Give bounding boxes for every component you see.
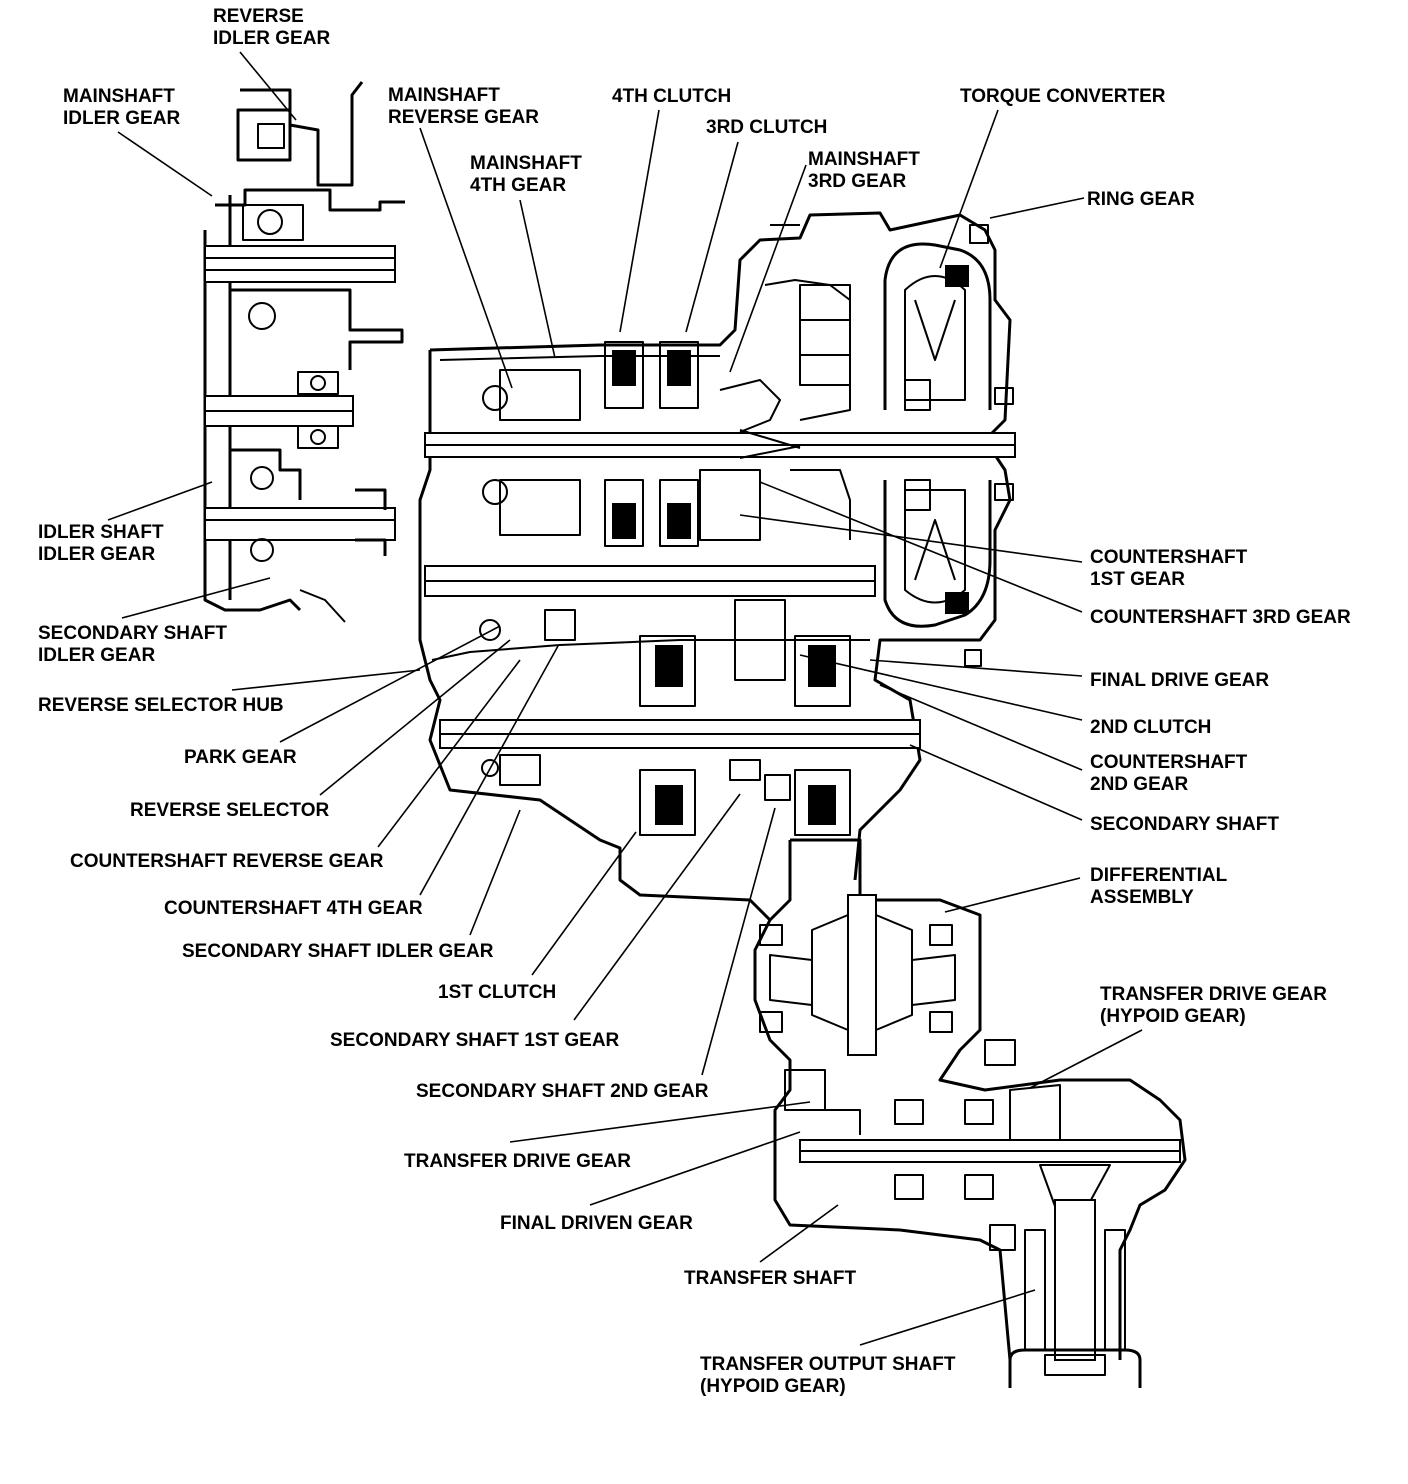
label-countershaft-4th-gear: COUNTERSHAFT 4TH GEAR [164, 898, 423, 919]
label-idler-shaft-idler-gear: IDLER SHAFT IDLER GEAR [38, 522, 169, 565]
differential-transfer-drawing [753, 838, 1187, 1388]
label-secondary-shaft-idler-gear-left: SECONDARY SHAFT IDLER GEAR [38, 623, 232, 666]
labels: REVERSE IDLER GEAR MAINSHAFT IDLER GEAR … [38, 6, 1351, 1397]
label-countershaft-3rd-gear: COUNTERSHAFT 3RD GEAR [1090, 607, 1351, 628]
label-transfer-drive-gear-left: TRANSFER DRIVE GEAR [404, 1151, 631, 1172]
label-secondary-shaft-right: SECONDARY SHAFT [1090, 814, 1279, 835]
main-case-drawing [418, 211, 1016, 922]
label-countershaft-reverse-gear: COUNTERSHAFT REVERSE GEAR [70, 851, 384, 872]
label-mainshaft-4th-gear: MAINSHAFT 4TH GEAR [470, 153, 587, 196]
label-transfer-shaft: TRANSFER SHAFT [684, 1268, 856, 1289]
label-mainshaft-idler-gear: MAINSHAFT IDLER GEAR [63, 86, 180, 129]
leader-lines [107, 51, 1143, 1346]
label-reverse-selector-hub: REVERSE SELECTOR HUB [38, 695, 284, 716]
label-final-drive-gear: FINAL DRIVE GEAR [1090, 670, 1269, 691]
label-transfer-output-shaft: TRANSFER OUTPUT SHAFT (HYPOID GEAR) [700, 1354, 961, 1397]
label-4th-clutch: 4TH CLUTCH [612, 86, 731, 107]
label-reverse-idler-gear: REVERSE IDLER GEAR [213, 6, 330, 49]
label-secondary-shaft-1st-gear: SECONDARY SHAFT 1ST GEAR [330, 1030, 620, 1051]
label-2nd-clutch: 2ND CLUTCH [1090, 717, 1211, 738]
label-transfer-drive-gear-hypoid: TRANSFER DRIVE GEAR (HYPOID GEAR) [1100, 984, 1332, 1027]
label-reverse-selector: REVERSE SELECTOR [130, 800, 329, 821]
label-3rd-clutch: 3RD CLUTCH [706, 117, 827, 138]
label-mainshaft-3rd-gear: MAINSHAFT 3RD GEAR [808, 149, 925, 192]
label-countershaft-2nd-gear: COUNTERSHAFT 2ND GEAR [1090, 752, 1253, 795]
label-ring-gear: RING GEAR [1087, 189, 1195, 210]
label-countershaft-1st-gear: COUNTERSHAFT 1ST GEAR [1090, 547, 1253, 590]
idler-shaft-assembly-drawing [203, 81, 405, 623]
label-secondary-shaft-2nd-gear: SECONDARY SHAFT 2ND GEAR [416, 1081, 709, 1102]
label-secondary-shaft-idler-gear-bottom: SECONDARY SHAFT IDLER GEAR [182, 941, 494, 962]
label-1st-clutch: 1ST CLUTCH [438, 982, 556, 1003]
label-differential-assembly: DIFFERENTIAL ASSEMBLY [1090, 865, 1232, 908]
label-mainshaft-reverse-gear: MAINSHAFT REVERSE GEAR [388, 85, 539, 128]
label-final-driven-gear: FINAL DRIVEN GEAR [500, 1213, 693, 1234]
label-torque-converter: TORQUE CONVERTER [960, 86, 1166, 107]
label-park-gear: PARK GEAR [184, 747, 297, 768]
